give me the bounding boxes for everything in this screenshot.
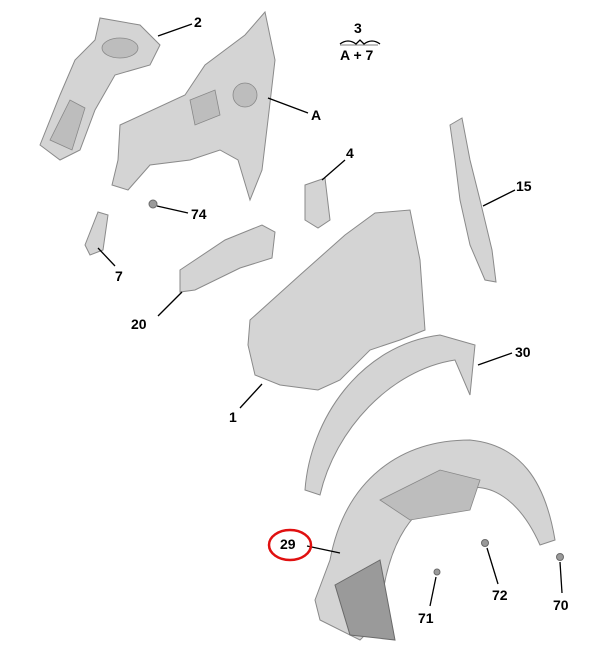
label-30: 30 bbox=[515, 344, 531, 360]
label-3: 3 bbox=[354, 20, 362, 36]
label-29[interactable]: 29 bbox=[280, 536, 296, 552]
part-29-wheel-arch-liner[interactable] bbox=[314, 439, 556, 641]
part-70-screw[interactable] bbox=[556, 553, 564, 561]
part-2-strut-tower[interactable] bbox=[39, 17, 161, 161]
part-71-clip[interactable] bbox=[433, 568, 441, 576]
part-20-reinforcement[interactable] bbox=[179, 224, 276, 293]
label-4: 4 bbox=[346, 145, 354, 161]
label-71: 71 bbox=[418, 610, 434, 626]
part-72-clip[interactable] bbox=[481, 539, 489, 547]
part-A-inner-panel[interactable] bbox=[111, 10, 276, 202]
part-7-bracket[interactable] bbox=[84, 211, 109, 256]
highlight-circle-29 bbox=[267, 528, 313, 562]
part-74-clip[interactable] bbox=[148, 199, 158, 209]
label-15: 15 bbox=[516, 178, 532, 194]
label-7: 7 bbox=[115, 268, 123, 284]
label-2: 2 bbox=[194, 14, 202, 30]
label-72: 72 bbox=[492, 587, 508, 603]
label-3-group: A + 7 bbox=[340, 47, 374, 63]
label-20: 20 bbox=[131, 316, 147, 332]
leader-lines bbox=[97, 23, 563, 607]
part-4-bracket[interactable] bbox=[304, 177, 331, 229]
label-70: 70 bbox=[553, 597, 569, 613]
label-74: 74 bbox=[191, 206, 207, 222]
part-1-front-wing[interactable] bbox=[247, 209, 426, 391]
part-15-seal[interactable] bbox=[449, 117, 497, 283]
part-30-arch-trim[interactable] bbox=[304, 334, 476, 496]
label-1: 1 bbox=[229, 409, 237, 425]
label-A: A bbox=[311, 107, 321, 123]
